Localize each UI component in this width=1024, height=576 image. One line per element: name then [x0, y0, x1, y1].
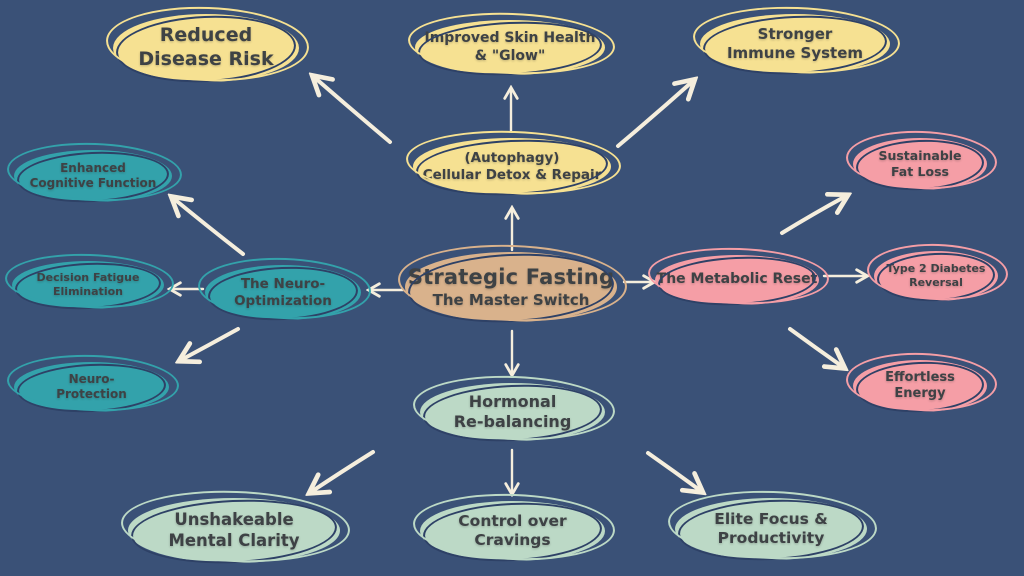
arrow-neuro-to-cognitive [173, 198, 245, 256]
node-label: Hormonal Re-balancing [453, 392, 572, 431]
node-label: Neuro- Protection [56, 372, 127, 401]
node-sustainable-fat-loss: Sustainable Fat Loss [853, 138, 987, 190]
center-node-title: Strategic Fasting [407, 265, 615, 289]
node-control-over-cravings: Control over Cravings [420, 501, 605, 561]
node-effortless-energy: Effortless Energy [853, 360, 987, 412]
arrow-hormonal-to-focus [646, 451, 701, 491]
node-elite-focus-productivity: Elite Focus & Productivity [675, 498, 867, 560]
node-strategic-fasting: Strategic Fasting The Master Switch [405, 252, 617, 322]
node-unshakeable-mental-clarity: Unshakeable Mental Clarity [128, 498, 340, 563]
arrow-neuro-to-protection [181, 327, 240, 360]
node-label: Enhanced Cognitive Function [29, 161, 157, 190]
node-label: Reduced Disease Risk [138, 24, 274, 70]
node-label: Effortless Energy [885, 369, 955, 401]
node-label: Improved Skin Health & "Glow" [424, 30, 596, 64]
node-hormonal-rebalancing: Hormonal Re-balancing [420, 383, 605, 441]
node-label: Decision Fatigue Elimination [36, 271, 140, 298]
node-neuro-optimization: The Neuro- Optimization [205, 265, 361, 320]
node-metabolic-reset: The Metabolic Reset [655, 255, 819, 305]
node-decision-fatigue-elimination: Decision Fatigue Elimination [12, 261, 164, 309]
node-autophagy-cellular-detox: (Autophagy) Cellular Detox & Repair [413, 138, 611, 195]
node-enhanced-cognitive-function: Enhanced Cognitive Function [14, 150, 172, 202]
node-label: The Metabolic Reset [656, 271, 818, 288]
arrow-metabolic-to-energy [788, 327, 843, 367]
node-stronger-immune-system: Stronger Immune System [700, 14, 890, 74]
node-label: (Autophagy) Cellular Detox & Repair [422, 149, 602, 183]
node-label: The Neuro- Optimization [234, 275, 332, 309]
arrow-metabolic-to-fat-loss [780, 196, 846, 235]
arrow-autophagy-to-immune [616, 81, 693, 148]
node-reduced-disease-risk: Reduced Disease Risk [113, 14, 299, 82]
node-improved-skin-health: Improved Skin Health & "Glow" [415, 20, 605, 75]
arrow-hormonal-to-clarity [311, 450, 375, 492]
node-label: Stronger Immune System [726, 25, 864, 62]
node-label: Control over Cravings [458, 511, 567, 549]
arrow-autophagy-to-reduced-disease [314, 77, 392, 144]
node-label: Sustainable Fat Loss [878, 148, 962, 179]
node-type2-diabetes-reversal: Type 2 Diabetes Reversal [874, 251, 998, 301]
center-node-subtitle: The Master Switch [432, 291, 590, 310]
node-label: Elite Focus & Productivity [714, 509, 828, 547]
node-label: Unshakeable Mental Clarity [168, 509, 300, 550]
node-label: Type 2 Diabetes Reversal [886, 262, 986, 289]
node-neuro-protection: Neuro- Protection [14, 362, 169, 412]
